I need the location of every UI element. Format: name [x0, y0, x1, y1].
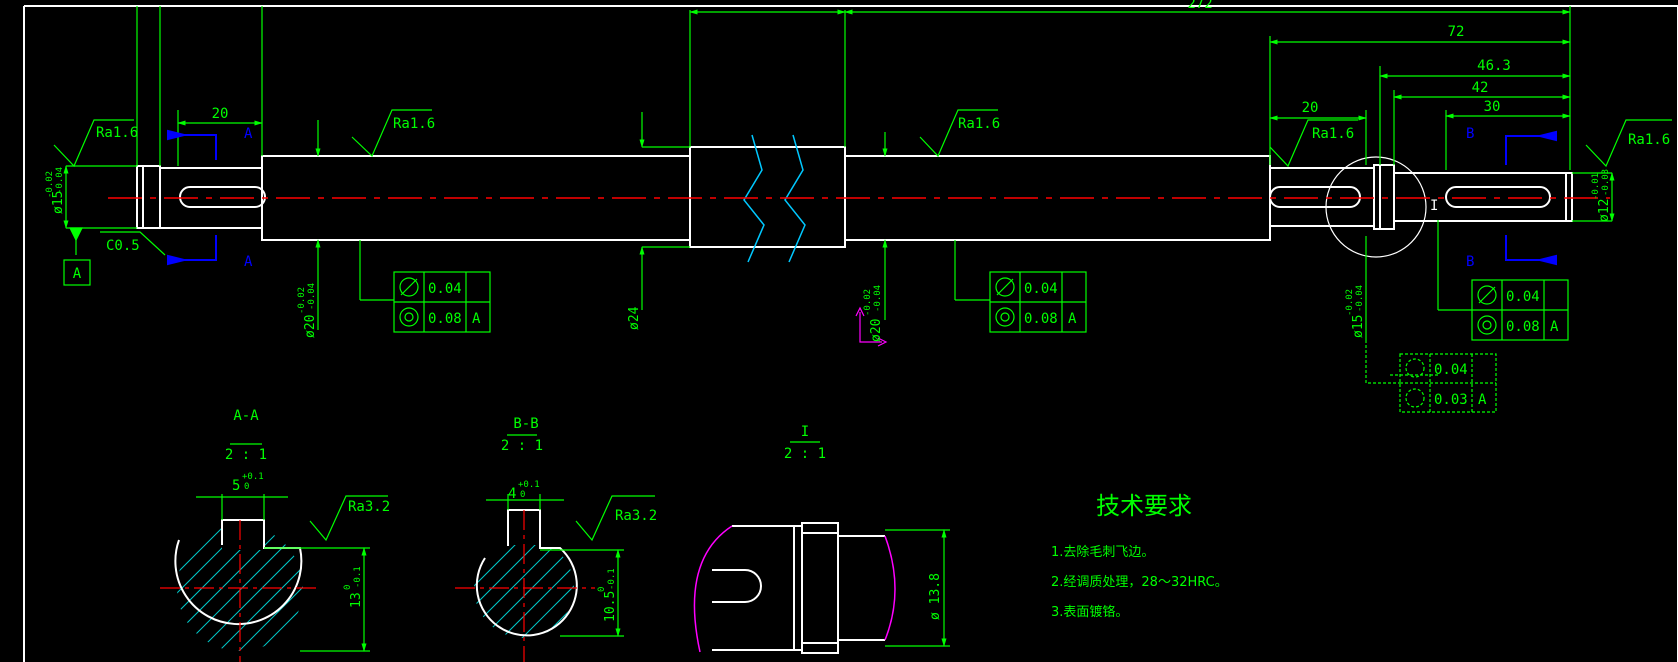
runout-icon	[1477, 285, 1497, 305]
section-aa-title: A-A	[233, 408, 259, 424]
dia-right-journal-tol-lower: -0.04	[873, 285, 883, 312]
section-aa-scale: 2 : 1	[225, 447, 267, 463]
ra-right-end: Ra1.6	[1628, 132, 1670, 148]
ftc4-concentricity: 0.03	[1434, 392, 1468, 408]
bb-depth: 10.5	[603, 591, 618, 622]
break-lines	[743, 134, 806, 263]
concentricity-icon	[399, 307, 419, 327]
bb-key-width: 4	[508, 486, 516, 502]
extension-lines	[136, 6, 1571, 170]
dia-left-end-tol-upper: -0.02	[45, 171, 55, 198]
bb-depth-tol-lower: -0.1	[607, 568, 617, 590]
bb-key-tol-lower: 0	[520, 490, 525, 500]
datum-a-box	[63, 259, 91, 286]
section-arrows	[167, 129, 1557, 266]
dia-right-shoulder: ø15	[1351, 315, 1366, 338]
dia-detail-i: ø 13.8	[928, 573, 943, 620]
section-b-bottom: B	[1466, 254, 1474, 270]
aa-key-tol-lower: 0	[244, 482, 249, 492]
dia-right-end: ø12	[1597, 199, 1612, 222]
tolerance-frame-3	[1471, 279, 1569, 341]
ftc1-runout: 0.04	[428, 281, 462, 297]
tech-requirement-2: 2.经调质处理，28～32HRC。	[1051, 575, 1228, 590]
tech-requirement-3: 3.表面镀铬。	[1051, 604, 1128, 620]
datum-label: A	[73, 266, 82, 282]
dia-left-journal-tol-upper: -0.02	[297, 287, 307, 314]
bb-depth-tol-upper: 0	[597, 587, 607, 592]
dim-text-46-3: 46.3	[1477, 58, 1511, 74]
runout-icon	[995, 277, 1015, 297]
shaft-outline	[136, 146, 1573, 258]
section-a-top: A	[244, 126, 253, 142]
ra-section-bb: Ra3.2	[615, 508, 657, 524]
aa-depth: 13	[349, 592, 364, 608]
aa-key-width: 5	[232, 478, 240, 494]
detail-i-view	[693, 441, 950, 654]
ftc2-runout: 0.04	[1024, 281, 1058, 297]
concentricity-icon	[995, 307, 1015, 327]
drawing-frame	[23, 5, 1678, 662]
ra-section-aa: Ra3.2	[348, 499, 390, 515]
bb-key-tol-upper: +0.1	[518, 480, 540, 490]
ra-right-journal: Ra1.6	[958, 116, 1000, 132]
aa-depth-tol-lower: -0.1	[353, 566, 363, 588]
concentricity-icon	[1477, 315, 1497, 335]
tech-requirements-title: 技术要求	[1096, 492, 1192, 520]
ftc3-concentricity: 0.08	[1506, 319, 1540, 335]
aa-depth-tol-upper: 0	[343, 585, 353, 590]
detail-i-title: I	[801, 424, 809, 440]
runout-icon	[399, 277, 419, 297]
aa-key-tol-upper: +0.1	[242, 472, 264, 482]
tech-requirement-1: 1.去除毛刺飞边。	[1051, 545, 1154, 560]
surface-finish-symbols	[53, 109, 1672, 542]
dia-right-end-tol-lower: -0.03	[1601, 169, 1611, 196]
ftc4-datum: A	[1478, 392, 1487, 408]
dia-center: ø24	[627, 306, 642, 330]
ftc2-datum: A	[1068, 311, 1077, 327]
dim-text-272: 272	[1187, 0, 1212, 12]
dim-text-72: 72	[1448, 24, 1465, 40]
detail-i-marker: I	[1430, 198, 1438, 214]
ftc2-concentricity: 0.08	[1024, 311, 1058, 327]
dim-text-20-right: 20	[1302, 100, 1319, 116]
tolerance-frame-4	[1365, 340, 1497, 413]
dia-left-end-tol-lower: -0.04	[55, 167, 65, 194]
tech-requirements: 技术要求 1.去除毛刺飞边。 2.经调质处理，28～32HRC。 3.表面镀铬。	[1051, 492, 1228, 620]
dia-left-end: ø15	[51, 191, 66, 214]
tolerance-frame-1	[393, 271, 491, 333]
dimension-lines	[63, 9, 1615, 340]
ra-right-shoulder: Ra1.6	[1312, 126, 1354, 142]
section-bb-title: B-B	[513, 416, 538, 432]
ftc3-datum: A	[1550, 319, 1559, 335]
ra-left-end: Ra1.6	[96, 125, 138, 141]
dia-right-shoulder-tol-upper: -0.02	[1345, 289, 1355, 316]
dim-text-30: 30	[1484, 99, 1501, 115]
concentricity-icon	[1405, 388, 1425, 408]
snap-marker	[855, 306, 888, 347]
dia-right-journal: ø20	[869, 319, 884, 342]
section-bb-scale: 2 : 1	[501, 438, 543, 454]
dia-right-shoulder-tol-lower: -0.04	[1355, 285, 1365, 312]
ra-left-journal: Ra1.6	[393, 116, 435, 132]
datum-feature	[63, 227, 166, 286]
section-b-top: B	[1466, 126, 1474, 142]
dia-left-journal: ø20	[303, 315, 318, 338]
ftc1-concentricity: 0.08	[428, 311, 462, 327]
dia-left-journal-tol-lower: -0.04	[307, 283, 317, 310]
tolerance-frame-2	[989, 271, 1087, 333]
chamfer-label: C0.5	[106, 238, 140, 254]
detail-i-scale: 2 : 1	[784, 446, 826, 462]
ftc1-datum: A	[472, 311, 481, 327]
ftc4-runout: 0.04	[1434, 362, 1468, 378]
dim-text-42: 42	[1472, 80, 1489, 96]
dia-right-journal-tol-upper: -0.02	[863, 289, 873, 316]
ftc3-runout: 0.04	[1506, 289, 1540, 305]
section-a-bottom: A	[244, 254, 253, 270]
runout-icon	[1405, 358, 1425, 378]
dim-text-20-left: 20	[212, 106, 229, 122]
dia-right-end-tol-upper: -0.01	[1591, 173, 1601, 200]
